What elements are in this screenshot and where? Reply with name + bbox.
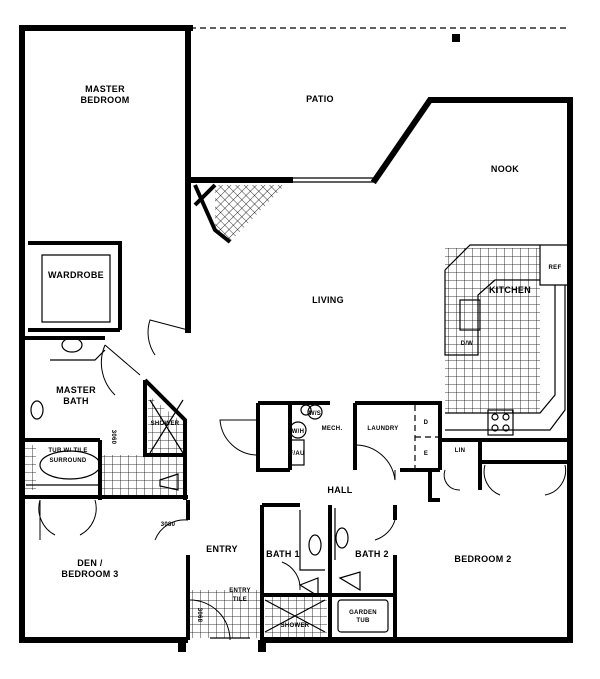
bath-fixtures — [30, 337, 389, 633]
label-master-bath: MASTER — [56, 385, 96, 395]
label-nook: NOOK — [491, 164, 519, 174]
label-shower: SHOWER — [151, 421, 180, 427]
label-3080: 3080 — [161, 522, 176, 528]
label-den-2: BEDROOM 3 — [61, 569, 118, 579]
doors — [38, 319, 567, 641]
label-master-bath-2: BATH — [63, 396, 89, 406]
label-ws: W/S — [309, 411, 321, 417]
label-laundry: LAUNDRY — [367, 426, 398, 432]
kitchen-counters — [444, 244, 570, 436]
label-wh: W/H — [292, 429, 305, 435]
label-garden-tub-2: TUB — [356, 618, 370, 624]
label-bedroom2: BEDROOM 2 — [454, 554, 511, 564]
label-patio: PATIO — [306, 94, 334, 104]
garden-tub — [337, 599, 389, 633]
fixture-labels: REF D/W W/S W/H F/AU D E LIN SHOWER ENTR… — [151, 265, 562, 629]
label-kitchen: KITCHEN — [489, 285, 531, 295]
label-bath1: BATH 1 — [266, 549, 300, 559]
label-master-bedroom: MASTER — [85, 84, 125, 94]
interior-walls — [22, 241, 570, 640]
label-den: DEN / — [77, 558, 103, 568]
label-entry-tile-2: TILE — [233, 597, 247, 603]
cooktop — [487, 409, 514, 436]
tub — [39, 450, 101, 480]
label-mech: MECH. — [322, 426, 343, 432]
fireplace-hearth — [215, 185, 285, 242]
label-dw: D/W — [461, 341, 474, 347]
label-tub-2: SURROUND — [49, 458, 86, 464]
room-labels: MASTER BEDROOM PATIO NOOK WARDROBE LIVIN… — [48, 84, 531, 579]
label-lin: LIN — [455, 448, 466, 454]
label-3068: 3068 — [196, 608, 202, 623]
label-entry-tile: ENTRY — [229, 588, 251, 594]
fireplace — [193, 183, 232, 244]
label-garden-tub: GARDEN — [349, 610, 377, 616]
label-tub-1: TUB W/ TILE — [48, 448, 87, 454]
label-d: D — [424, 420, 429, 426]
label-fau: F/AU — [289, 451, 304, 457]
label-3060: 3060 — [110, 430, 116, 445]
label-e: E — [424, 451, 428, 457]
label-shower-bath1: SHOWER — [281, 623, 310, 629]
label-ref: REF — [549, 265, 562, 271]
label-living: LIVING — [312, 295, 344, 305]
label-wardrobe: WARDROBE — [48, 270, 104, 280]
door-size-labels: 3060 3080 3068 — [110, 430, 202, 623]
sink — [459, 299, 481, 331]
label-master-bedroom-2: BEDROOM — [80, 95, 129, 105]
label-entry: ENTRY — [206, 544, 238, 554]
label-bath2: BATH 2 — [355, 549, 389, 559]
label-hall: HALL — [327, 485, 352, 495]
